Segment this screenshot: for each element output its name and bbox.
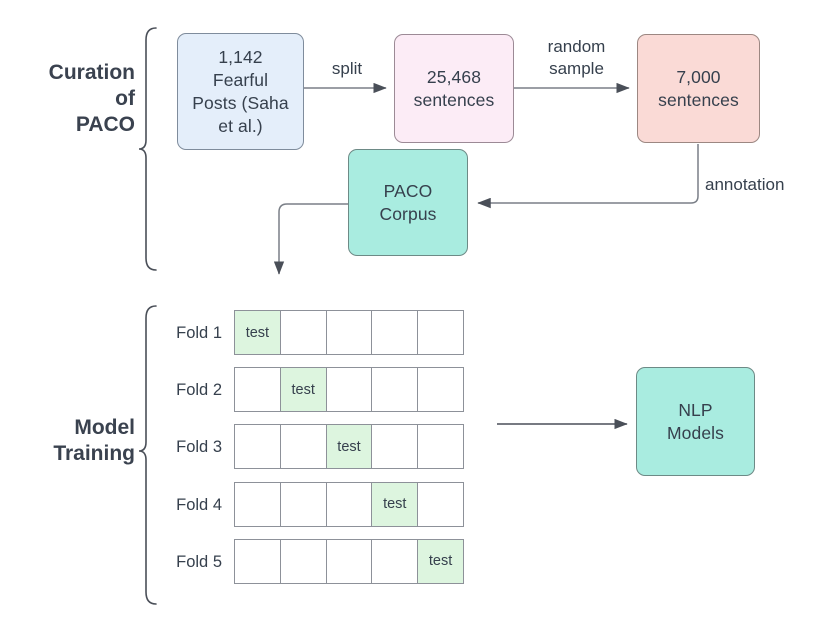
fold-cell-train[interactable]: [325, 367, 373, 413]
fold-cell-train[interactable]: [279, 310, 327, 355]
edge-annotation: [477, 144, 699, 209]
edge-corpus-to-folds: [273, 203, 348, 275]
fold-label: Fold 3: [176, 438, 222, 457]
fold-cell-train[interactable]: [325, 538, 373, 584]
fold-row: test: [234, 310, 464, 355]
fold-label: Fold 4: [176, 495, 222, 514]
fold-label: Fold 2: [176, 381, 222, 400]
fold-cell-train[interactable]: [234, 367, 281, 413]
fold-cell-train[interactable]: [371, 424, 419, 470]
fold-cell-train[interactable]: [417, 424, 464, 470]
fold-row: test: [234, 481, 464, 527]
fold-cell-train[interactable]: [371, 310, 419, 355]
fold-cell-train[interactable]: [417, 481, 464, 527]
fold-cell-test[interactable]: test: [417, 538, 464, 584]
fold-cell-test[interactable]: test: [371, 481, 419, 527]
node-paco-corpus[interactable]: PACO Corpus: [348, 149, 468, 256]
node-fearful-posts[interactable]: 1,142 Fearful Posts (Saha et al.): [177, 33, 304, 150]
edge-label-split: split: [331, 59, 363, 78]
node-nlp-models[interactable]: NLP Models: [636, 367, 755, 476]
fold-cell-train[interactable]: [234, 424, 281, 470]
edge-label-annotation: annotation: [705, 175, 785, 194]
fold-row: test: [234, 538, 464, 584]
fold-row: test: [234, 424, 464, 470]
fold-cell-train[interactable]: [279, 481, 327, 527]
fold-cell-train[interactable]: [234, 538, 281, 584]
section-label-curation: Curation of PACO: [48, 61, 135, 136]
fold-cell-test[interactable]: test: [234, 310, 281, 355]
fold-cell-train[interactable]: [325, 481, 373, 527]
fold-cell-train[interactable]: [371, 538, 419, 584]
fold-cell-test[interactable]: test: [325, 424, 373, 470]
fold-cell-train[interactable]: [417, 310, 464, 355]
fold-label: Fold 1: [176, 324, 222, 342]
fold-label: Fold 5: [176, 552, 222, 571]
fold-cell-train[interactable]: [325, 310, 373, 355]
section-label-training: Model Training: [53, 416, 135, 465]
fold-cell-train[interactable]: [279, 424, 327, 470]
node-sentences-7000[interactable]: 7,000 sentences: [637, 34, 760, 143]
fold-cell-test[interactable]: test: [279, 367, 327, 413]
fold-cell-train[interactable]: [234, 481, 281, 527]
fold-cell-train[interactable]: [417, 367, 464, 413]
node-sentences-25468[interactable]: 25,468 sentences: [394, 34, 514, 143]
fold-row: test: [234, 367, 464, 413]
fold-cell-train[interactable]: [371, 367, 419, 413]
fold-cell-train[interactable]: [279, 538, 327, 584]
brace-curation: [138, 27, 157, 271]
edge-label-random-sample: random sample: [547, 37, 606, 78]
